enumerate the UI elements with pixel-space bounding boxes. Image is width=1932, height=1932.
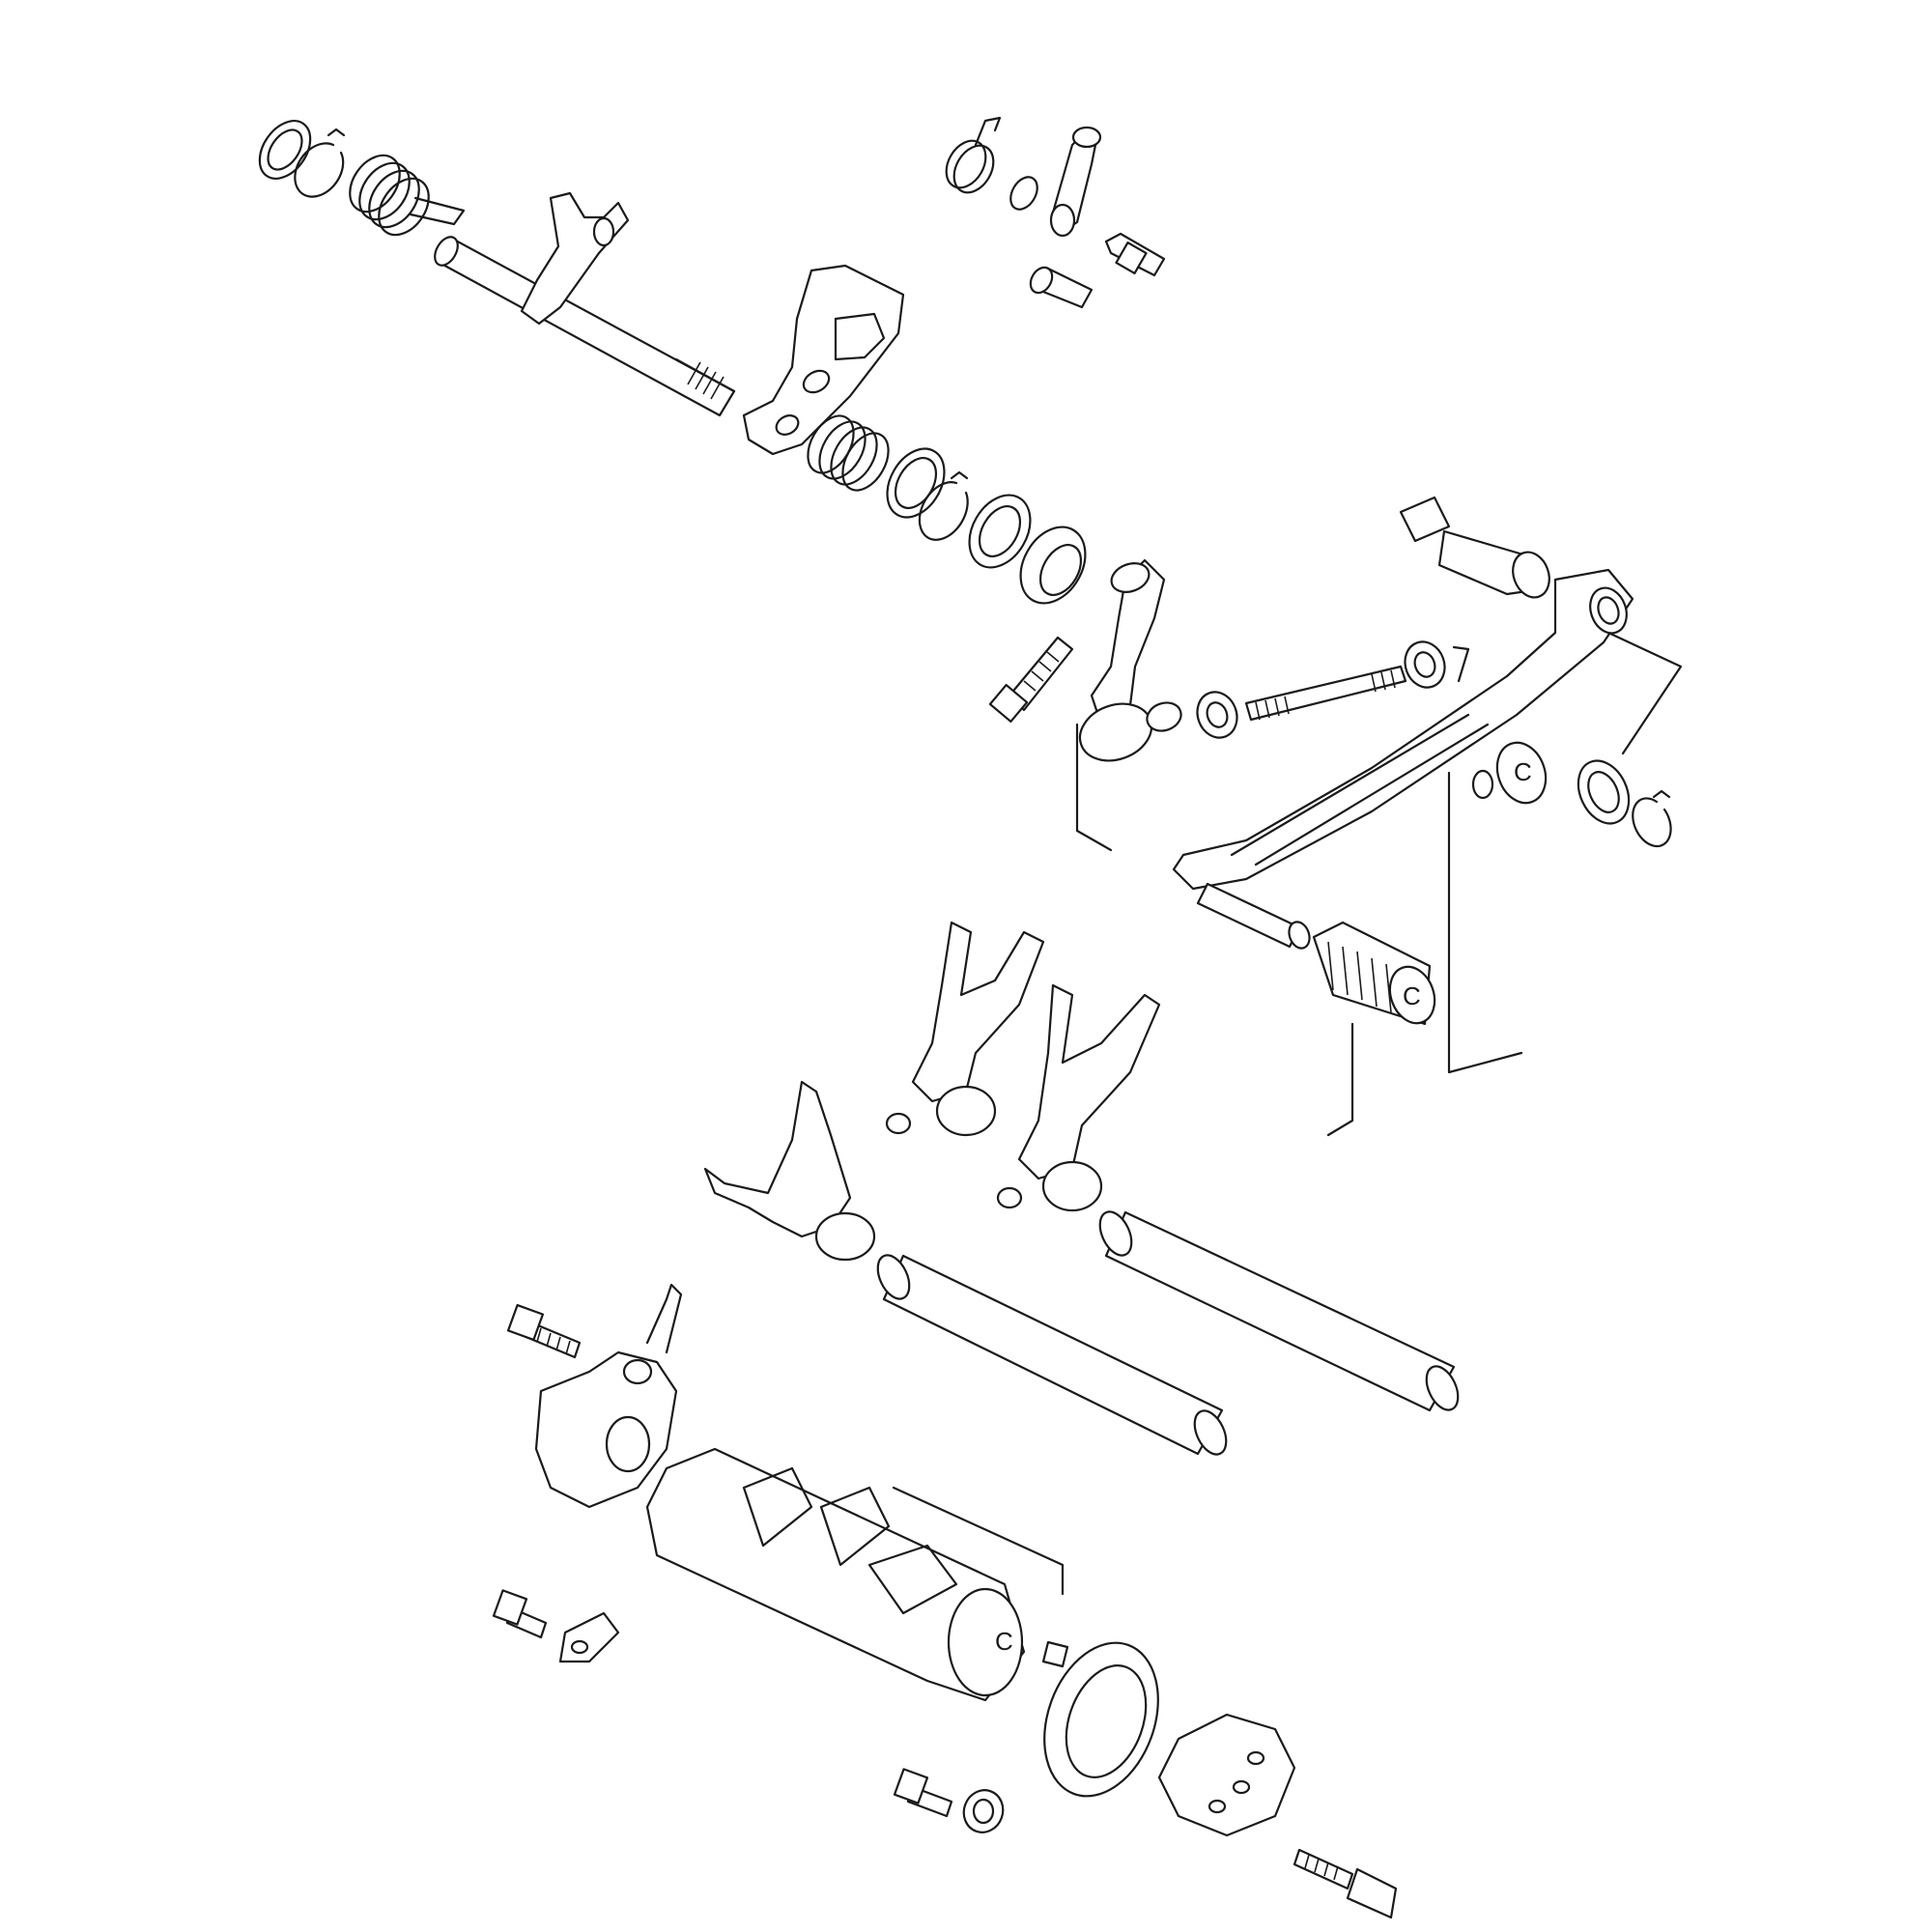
drum-end-callout: C (995, 1627, 1013, 1656)
drum-pin (1043, 1642, 1067, 1666)
gearshift-cam-plate (1159, 1715, 1294, 1835)
drum-washer-bottom (958, 1784, 1009, 1837)
shift-lever (1092, 558, 1164, 720)
drum-bolt-top (508, 1305, 580, 1357)
pedal-footrest-shaft (1198, 884, 1313, 952)
pivot-bolt-callout: C (1514, 757, 1532, 786)
stopper-pin (1026, 264, 1092, 307)
drum-bearing (1024, 1627, 1178, 1812)
pedal-washer (1569, 753, 1638, 832)
shift-shaft (430, 233, 734, 415)
shift-fork-no3 (705, 1082, 874, 1260)
stopper-lever-spring (938, 118, 1001, 200)
pedal-reference-lines (1077, 633, 1681, 1135)
tie-rod-nut (1191, 687, 1243, 744)
shift-shaft-washer-2 (875, 439, 955, 527)
fork-shaft-left (871, 1250, 1233, 1459)
gear-position-switch (536, 1285, 681, 1507)
shift-fork-no1 (887, 923, 1043, 1135)
drum-stopper-plate (560, 1613, 618, 1662)
shift-pedal-pivot-bolt (1401, 497, 1555, 603)
gearshift-pawl-plate (744, 266, 903, 454)
shift-fork-no2 (998, 985, 1159, 1210)
stopper-lever-bolt (1106, 234, 1164, 275)
drum-stopper-screw (494, 1590, 546, 1637)
gearshift-pedal (1174, 570, 1633, 889)
shift-lever-bolt (990, 638, 1072, 722)
stopper-lever-washer (1006, 172, 1043, 213)
shift-shaft-arm (522, 193, 628, 324)
pedal-circlip (1633, 791, 1670, 846)
shift-shaft-return-spring (340, 146, 464, 244)
gearshift-cam: C (647, 1449, 1063, 1700)
pedal-rubber-callout: C (1403, 981, 1421, 1010)
fork-shaft-right (1094, 1207, 1464, 1414)
shift-shaft-washer-3 (957, 484, 1042, 578)
tie-rod-end-front (1072, 695, 1185, 771)
gearshift-stopper-lever (1051, 128, 1100, 236)
drum-screw-bottom (895, 1769, 952, 1816)
pedal-rubber: C (1314, 923, 1442, 1030)
pedal-pivot-washer: C (1473, 736, 1553, 810)
gearshift-tie-rod (1246, 667, 1406, 720)
shift-shaft-circlip (295, 129, 344, 197)
pawl-plate-spring (799, 408, 898, 497)
cam-plate-bolt (1294, 1850, 1396, 1918)
shift-shaft-circlip-2 (920, 472, 968, 540)
tie-rod-nut-2 (1399, 637, 1468, 694)
shift-shaft-oil-seal (1008, 516, 1098, 615)
